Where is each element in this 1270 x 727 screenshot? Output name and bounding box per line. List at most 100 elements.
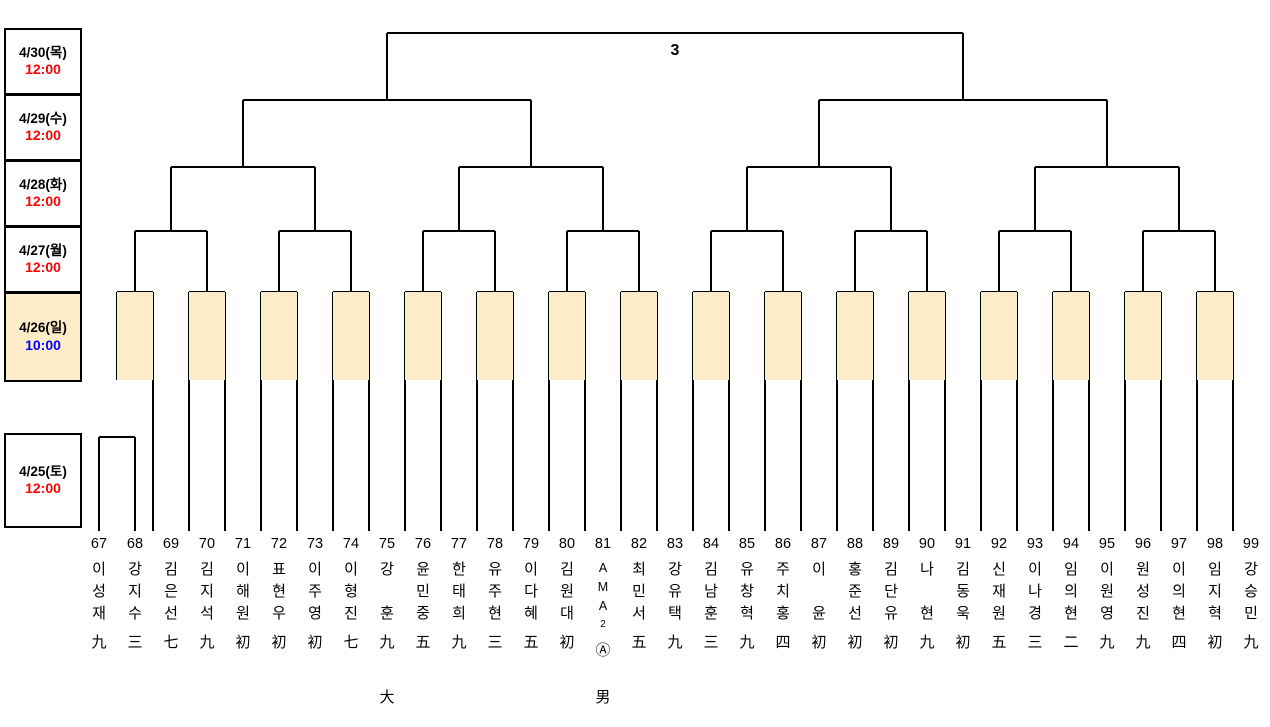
- schedule-preliminary-cell: 4/25(토) 12:00: [4, 433, 82, 528]
- player-name-char: 우: [272, 605, 286, 622]
- player-name-char: 윤: [812, 605, 826, 622]
- schedule-time: 12:00: [25, 127, 61, 144]
- first-round-box-fill-11: [909, 292, 945, 380]
- player-name-char: 의: [1064, 583, 1078, 600]
- player-number: 87: [810, 536, 828, 552]
- player-name-char: 현: [1172, 605, 1186, 622]
- player-name-char: 중: [416, 605, 430, 622]
- player-name-char: 유: [668, 583, 682, 600]
- schedule-date: 4/29(수): [19, 110, 67, 126]
- first-round-box-fill-2: [261, 292, 297, 380]
- player-rank: 四: [1171, 634, 1187, 651]
- first-round-box-fill-10: [837, 292, 873, 380]
- player-number: 82: [630, 536, 648, 552]
- player-rank: 初: [955, 634, 971, 651]
- player-rank: 三: [487, 634, 503, 651]
- player-name-char: 신: [992, 561, 1006, 578]
- player-number: 92: [990, 536, 1008, 552]
- player-name-char: M: [597, 580, 609, 594]
- player-name-char: 진: [344, 605, 358, 622]
- player-name-char: 경: [1028, 605, 1042, 622]
- player-name-char: 택: [668, 605, 682, 622]
- player-name-char: 홍: [848, 561, 862, 578]
- preliminary-time: 12:00: [25, 480, 61, 497]
- player-name-char: 현: [272, 583, 286, 600]
- schedule-date: 4/27(월): [19, 242, 67, 258]
- player-rank: 九: [667, 634, 683, 651]
- schedule-time: 10:00: [25, 336, 61, 353]
- schedule-time: 12:00: [25, 193, 61, 210]
- final-match-label: 3: [670, 42, 680, 59]
- player-number: 99: [1242, 536, 1260, 552]
- player-name-char: 지: [1208, 583, 1222, 600]
- first-round-box-fill-4: [405, 292, 441, 380]
- player-name-char: 유: [884, 605, 898, 622]
- player-number: 95: [1098, 536, 1116, 552]
- player-name-char: 승: [1244, 583, 1258, 600]
- player-name-char: 유: [740, 561, 754, 578]
- player-rank: 三: [703, 634, 719, 651]
- player-name-char: 임: [1064, 561, 1078, 578]
- player-name-char: 선: [848, 605, 862, 622]
- player-name-char: 재: [992, 583, 1006, 600]
- player-rank: 初: [883, 634, 899, 651]
- player-number: 77: [450, 536, 468, 552]
- player-name-char: 주: [776, 561, 790, 578]
- player-rank: 初: [1207, 634, 1223, 651]
- player-name-char: 주: [308, 583, 322, 600]
- player-name-char: 진: [1136, 605, 1150, 622]
- player-name-char: 이: [344, 561, 358, 578]
- player-name-char: 김: [560, 561, 574, 578]
- player-number: 84: [702, 536, 720, 552]
- player-name-char: 김: [164, 561, 178, 578]
- player-name-char: 성: [92, 583, 106, 600]
- player-number: 97: [1170, 536, 1188, 552]
- player-rank: 九: [1243, 634, 1259, 651]
- player-name-char: 형: [344, 583, 358, 600]
- schedule-cell-4: 4/26(일)10:00: [4, 292, 82, 382]
- player-rank: 九: [451, 634, 467, 651]
- player-number: 98: [1206, 536, 1224, 552]
- player-name-char: 희: [452, 605, 466, 622]
- player-name-char: [910, 581, 944, 603]
